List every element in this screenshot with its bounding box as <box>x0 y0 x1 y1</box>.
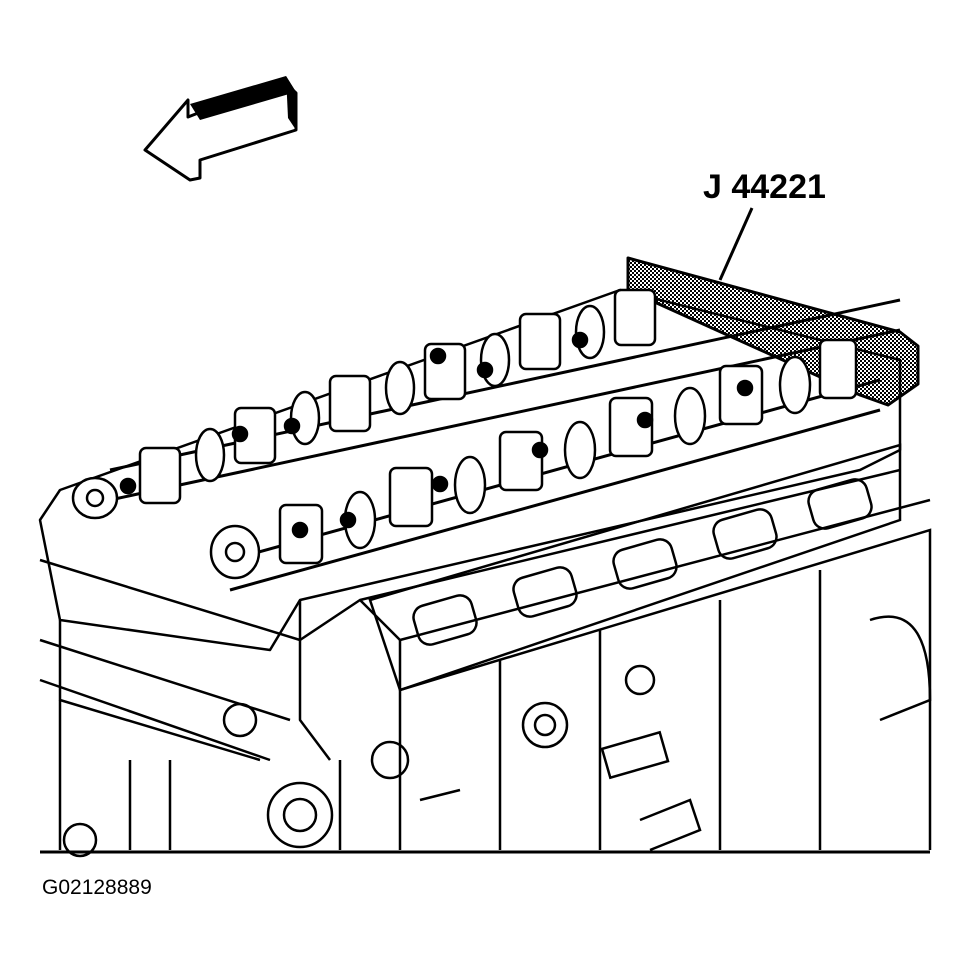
front-camshaft <box>209 338 881 592</box>
rear-camshaft <box>71 288 901 520</box>
front-arrow-icon <box>143 76 298 182</box>
port-flange <box>368 443 902 692</box>
callout-leader <box>718 207 754 281</box>
tool-callout-label: J 44221 <box>703 168 826 206</box>
figure-id: G02128889 <box>42 876 152 899</box>
engine-block <box>58 528 932 858</box>
